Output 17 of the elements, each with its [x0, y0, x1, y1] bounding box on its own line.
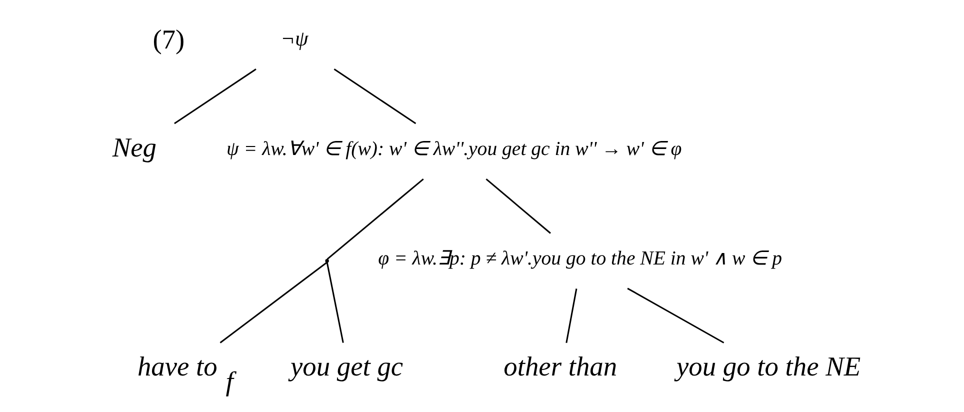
node-text: ¬ψ — [280, 26, 308, 51]
connector — [220, 262, 328, 344]
connector — [566, 288, 578, 344]
node-point — [325, 258, 329, 263]
node-text: Neg — [112, 132, 156, 162]
node-text: ψ = λw.∀w' ∈ f(w): w' ∈ λw''.you get gc in w'' → w' ∈ φ — [226, 138, 682, 160]
connector — [174, 68, 256, 124]
label: (7) — [152, 24, 185, 54]
connector — [627, 288, 724, 344]
node-text: φ = λw.∃p: p ≠ λw'.you go to the NE in w' ∧ w ∈ p — [378, 247, 782, 270]
connector — [326, 262, 344, 343]
node-text: you go to the NE — [676, 352, 861, 382]
connector — [486, 178, 551, 234]
node-text: you get gc — [290, 352, 404, 382]
connector — [334, 68, 416, 124]
node-text: other than — [504, 352, 618, 382]
connector — [326, 178, 424, 260]
